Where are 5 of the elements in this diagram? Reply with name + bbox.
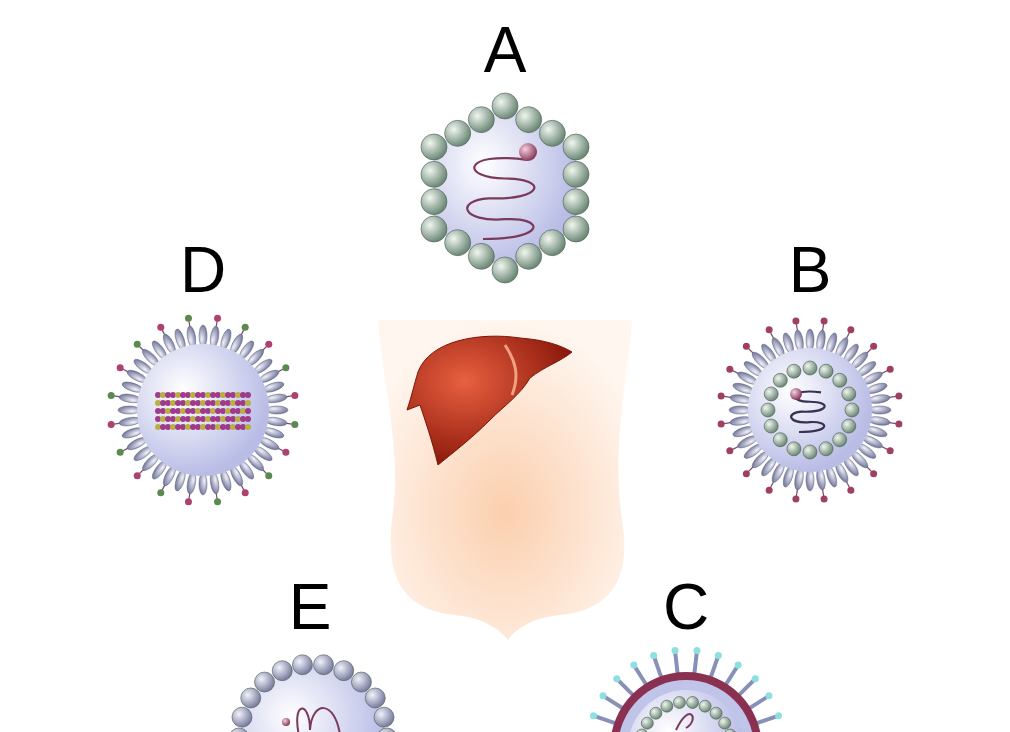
virus-letter: B (788, 238, 832, 302)
virus-letter: A (483, 18, 527, 82)
virus-letter: C (662, 575, 710, 639)
virus-letter: E (288, 575, 332, 639)
virus-letter: D (179, 238, 227, 302)
